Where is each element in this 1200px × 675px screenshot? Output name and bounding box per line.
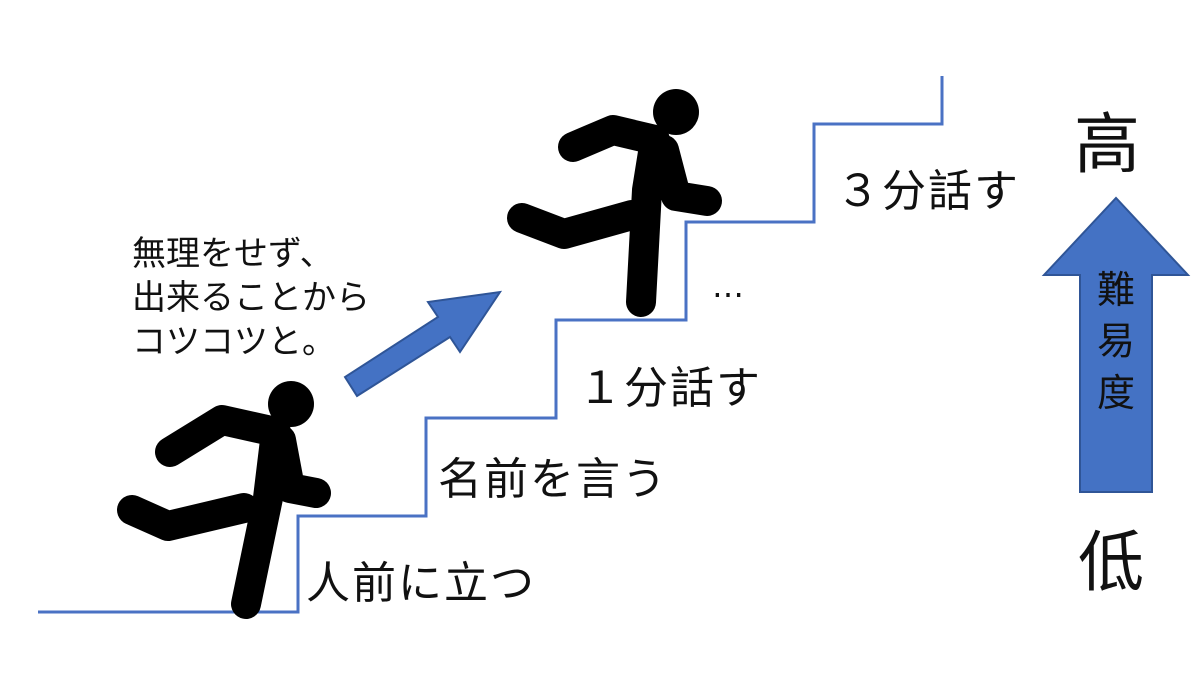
difficulty-char: 度 [1096, 370, 1135, 415]
difficulty-high-label: 高 [1074, 106, 1140, 183]
difficulty-axis-label: 難 易 度 [1080, 265, 1152, 419]
step-label: 名前を言う [438, 454, 668, 505]
running-person-icon [507, 89, 722, 317]
step-label: １分話す [578, 363, 762, 414]
running-person-icon [117, 381, 331, 619]
diagonal-arrow-icon [343, 290, 503, 398]
difficulty-char: 易 [1096, 319, 1135, 364]
difficulty-low-label: 低 [1078, 524, 1144, 601]
step-ellipsis: … [712, 267, 744, 305]
advice-text: 無理をせず、 出来ることから コツコツと。 [132, 234, 370, 363]
step-label: 人前に立つ [306, 558, 536, 609]
difficulty-char: 難 [1096, 268, 1135, 312]
up-arrow-icon [1041, 196, 1191, 493]
step-label: ３分話す [836, 166, 1020, 217]
staircase-line [38, 76, 944, 614]
